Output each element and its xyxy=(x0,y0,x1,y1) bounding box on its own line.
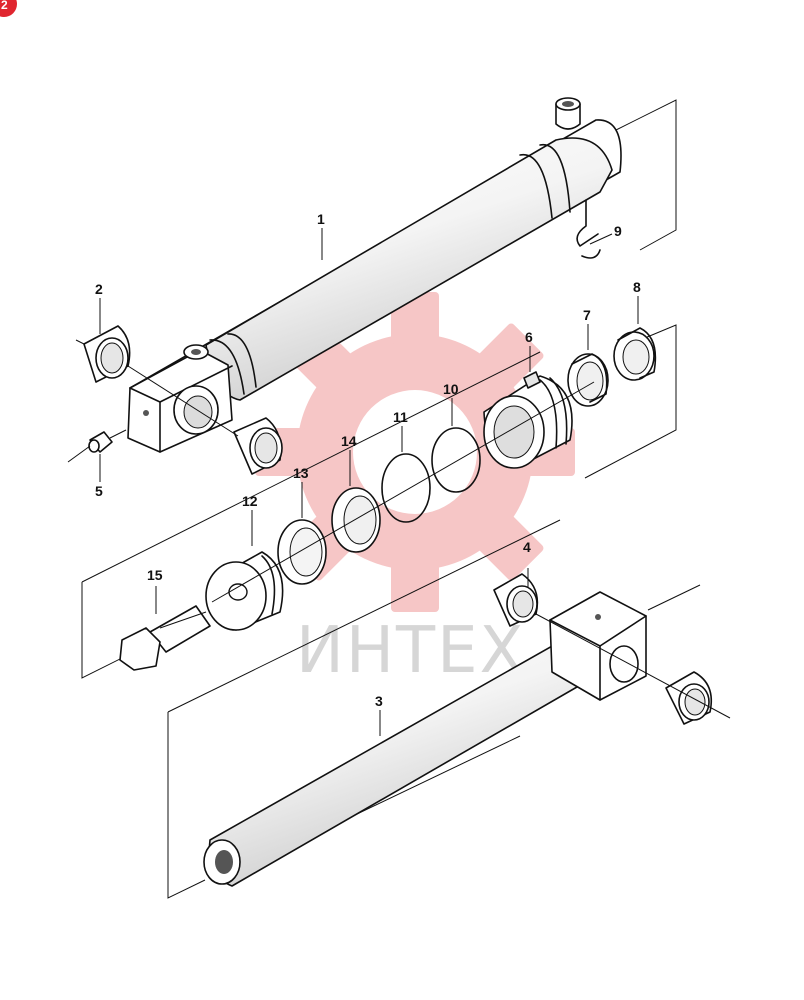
gland-6 xyxy=(483,371,573,469)
o-ring-10 xyxy=(431,427,481,493)
callout-3: 3 xyxy=(375,693,383,709)
clip-9 xyxy=(576,199,599,247)
clip-9-hook xyxy=(581,249,601,259)
bushing-2 xyxy=(75,325,131,383)
backup-ring-11 xyxy=(381,453,431,523)
callout-7: 7 xyxy=(583,307,591,323)
callout-labels: 1 2 3 4 5 6 7 8 9 10 11 14 13 12 15 xyxy=(95,211,641,709)
axis-line-pin-1 xyxy=(127,365,239,437)
callout-4: 4 xyxy=(523,539,531,555)
bushing-2b xyxy=(233,417,283,475)
ring-13 xyxy=(277,519,327,585)
callout-11: 11 xyxy=(393,409,408,425)
assembly-frame-lines xyxy=(81,99,701,899)
grease-fitting-5 xyxy=(67,429,127,463)
bushing-4b xyxy=(665,671,713,725)
callout-leaders xyxy=(99,228,639,736)
callout-12: 14 xyxy=(341,433,357,449)
callout-6: 6 xyxy=(525,329,533,345)
callout-9: 9 xyxy=(614,223,622,239)
axis-line-rod-pin xyxy=(535,613,731,719)
callout-1: 1 xyxy=(317,211,325,227)
callout-13: 13 xyxy=(293,465,309,481)
page-badge: 2 xyxy=(0,0,17,17)
callout-2: 2 xyxy=(95,281,103,297)
bolt-15 xyxy=(119,605,211,671)
callout-8: 8 xyxy=(633,279,641,295)
ring-14 xyxy=(331,487,381,553)
callout-10: 10 xyxy=(443,381,459,397)
piston-12 xyxy=(205,551,284,631)
callout-5: 5 xyxy=(95,483,103,499)
cylinder-barrel xyxy=(127,97,622,453)
piston-rod-3 xyxy=(203,591,647,887)
bushing-4 xyxy=(493,573,539,627)
wiper-8 xyxy=(613,327,657,381)
callout-14: 12 xyxy=(242,493,258,509)
page-badge-text: 2 xyxy=(1,0,8,12)
callout-15: 15 xyxy=(147,567,163,583)
axis-line-piston xyxy=(211,381,595,603)
watermark-text: ИНТЕХ xyxy=(296,614,525,688)
seal-7 xyxy=(567,353,609,407)
